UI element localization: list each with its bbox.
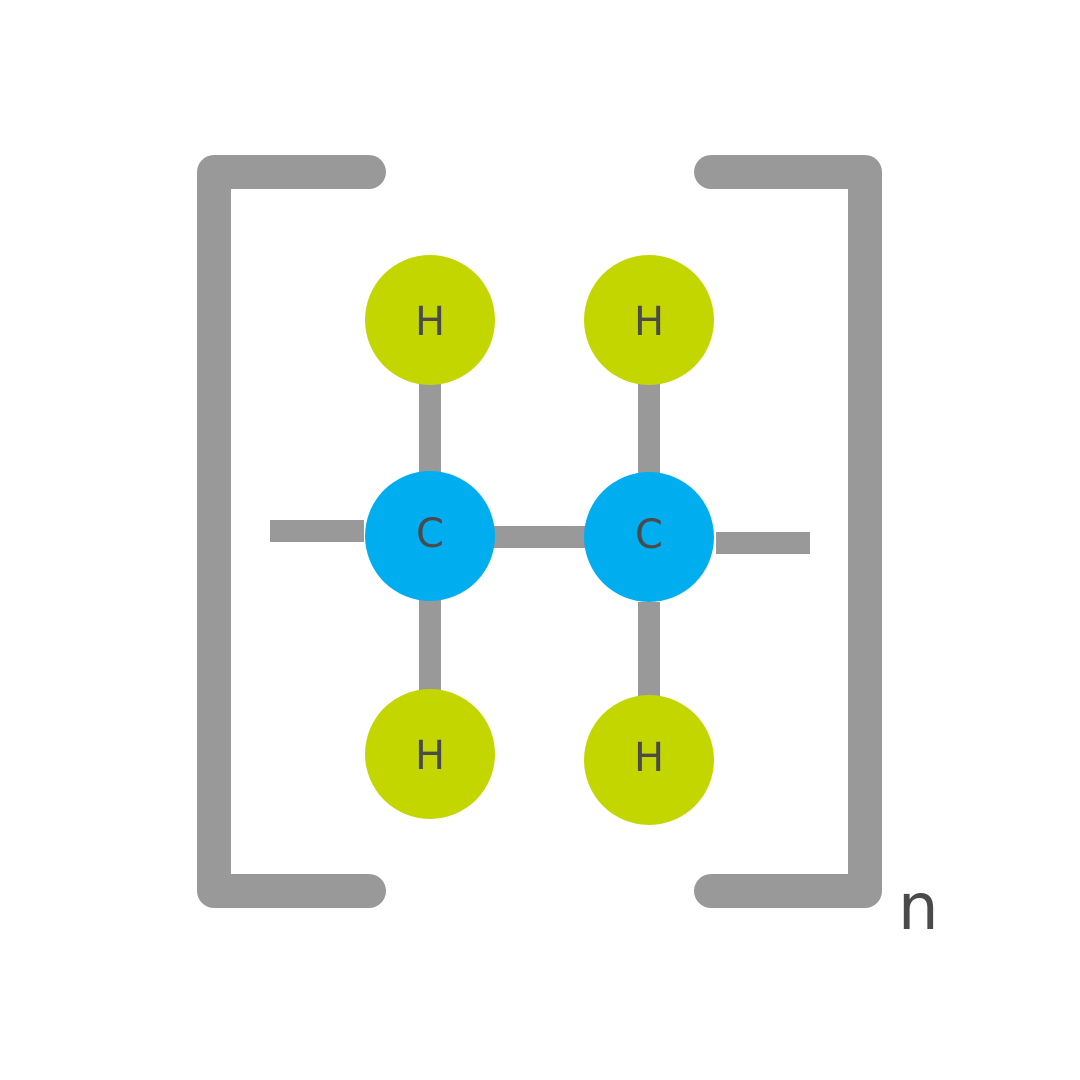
bond-c2-h-top <box>638 382 660 474</box>
hydrogen-atom-top-right: H <box>584 255 714 385</box>
repeat-subscript-n: n <box>898 871 939 945</box>
atom-label: H <box>634 735 664 781</box>
bond-left-open <box>270 520 364 542</box>
hydrogen-atom-top-left: H <box>365 255 495 385</box>
hydrogen-atom-bottom-right: H <box>584 695 714 825</box>
atom-label: C <box>635 512 663 558</box>
atom-label: H <box>634 299 664 345</box>
atom-label: H <box>415 299 445 345</box>
atom-label: H <box>415 733 445 779</box>
carbon-atom-left: C <box>365 471 495 601</box>
hydrogen-atom-bottom-left: H <box>365 689 495 819</box>
bond-right-open <box>716 532 810 554</box>
carbon-atom-right: C <box>584 472 714 602</box>
left-bracket <box>197 155 386 908</box>
bond-c2-h-bottom <box>638 602 660 696</box>
atom-label: C <box>416 511 444 557</box>
bond-carbon-carbon <box>494 526 586 548</box>
bond-c1-h-top <box>419 382 441 474</box>
right-bracket <box>694 155 882 908</box>
bond-c1-h-bottom <box>419 600 441 692</box>
